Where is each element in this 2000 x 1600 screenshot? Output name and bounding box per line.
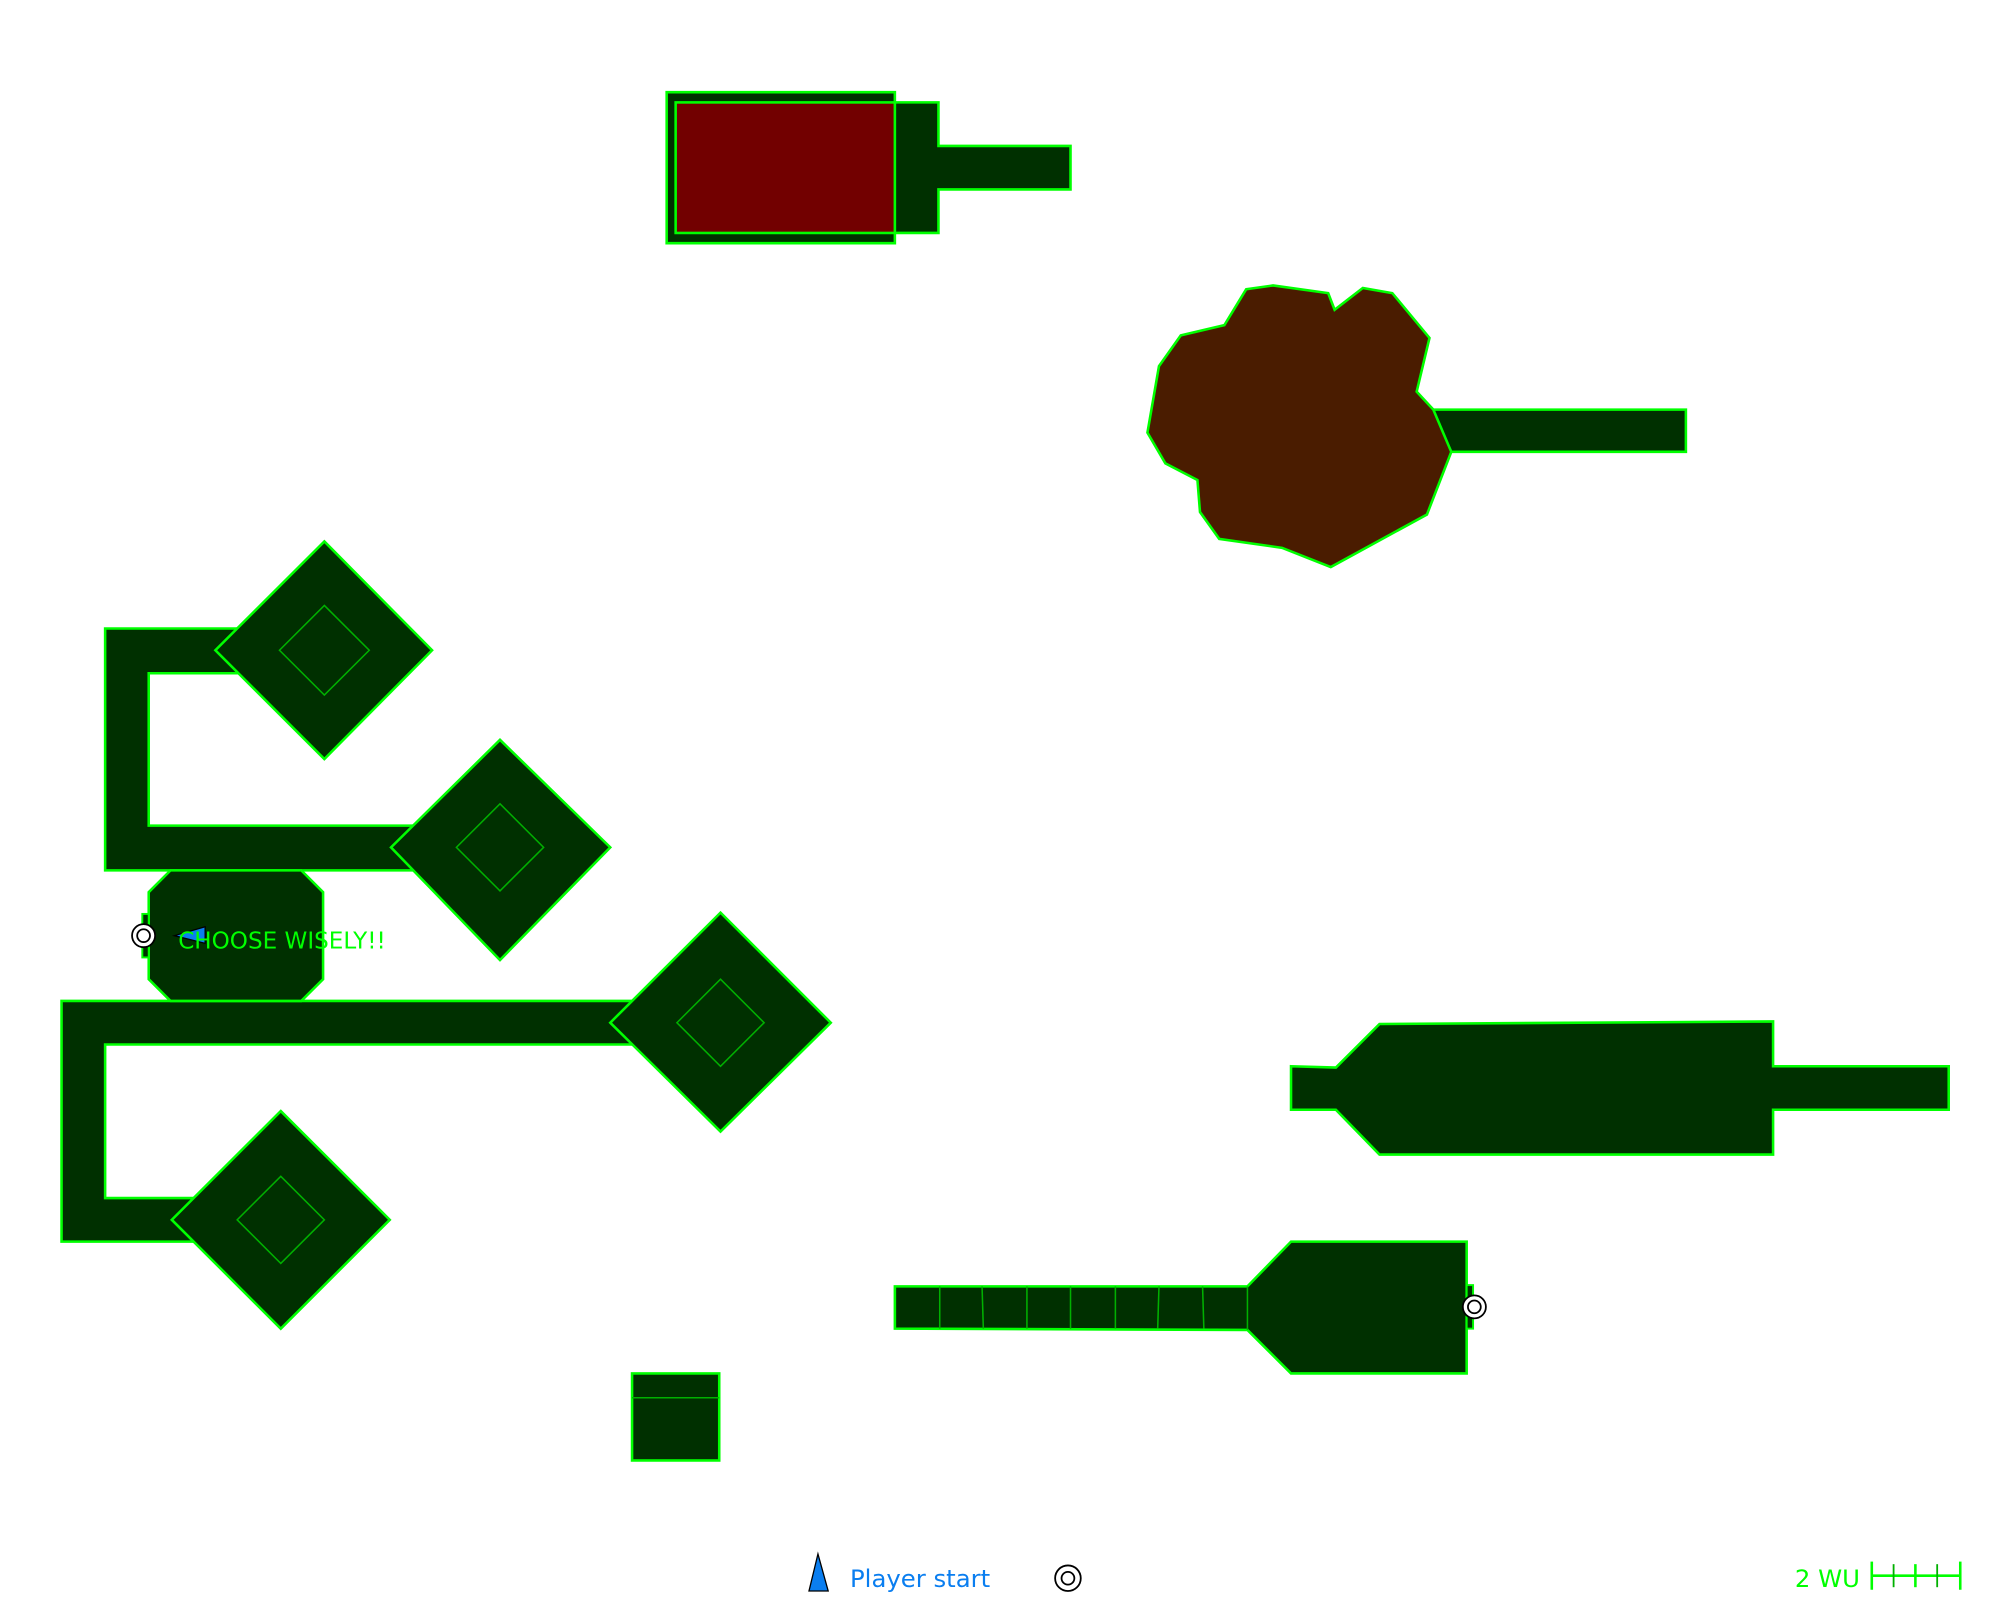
target-ring-icon (1054, 1564, 1082, 1592)
legend-player-start-label: Player start (850, 1564, 990, 1593)
red-room[interactable] (665, 90, 1072, 245)
map-annotation: CHOOSE WISELY!! (178, 928, 386, 954)
scale-bar-label: 2 WU (1795, 1564, 1860, 1593)
segmented-corridor-room[interactable] (893, 1240, 1468, 1375)
player-arrow-icon (808, 1551, 830, 1592)
small-square-room[interactable] (630, 1372, 721, 1462)
brown-cave-floor (1146, 284, 1453, 569)
player-arrow-icon[interactable] (171, 925, 206, 945)
red-room-floor (674, 101, 897, 235)
waypoint-right[interactable] (1461, 1284, 1487, 1330)
legend: Player start (808, 1551, 1082, 1593)
waypoint-left[interactable] (131, 912, 157, 959)
scale-bar: 2 WU (1795, 1561, 1962, 1593)
long-hall[interactable] (1289, 1020, 1951, 1156)
diamond-room-2[interactable] (389, 738, 613, 962)
target-ring-icon (1461, 1294, 1487, 1320)
diamond-room-1[interactable] (213, 539, 434, 761)
diamond-room-4[interactable] (169, 1109, 392, 1331)
target-ring-icon (131, 923, 157, 949)
brown-cave[interactable] (1146, 284, 1688, 569)
diamond-room-3[interactable] (608, 910, 833, 1134)
